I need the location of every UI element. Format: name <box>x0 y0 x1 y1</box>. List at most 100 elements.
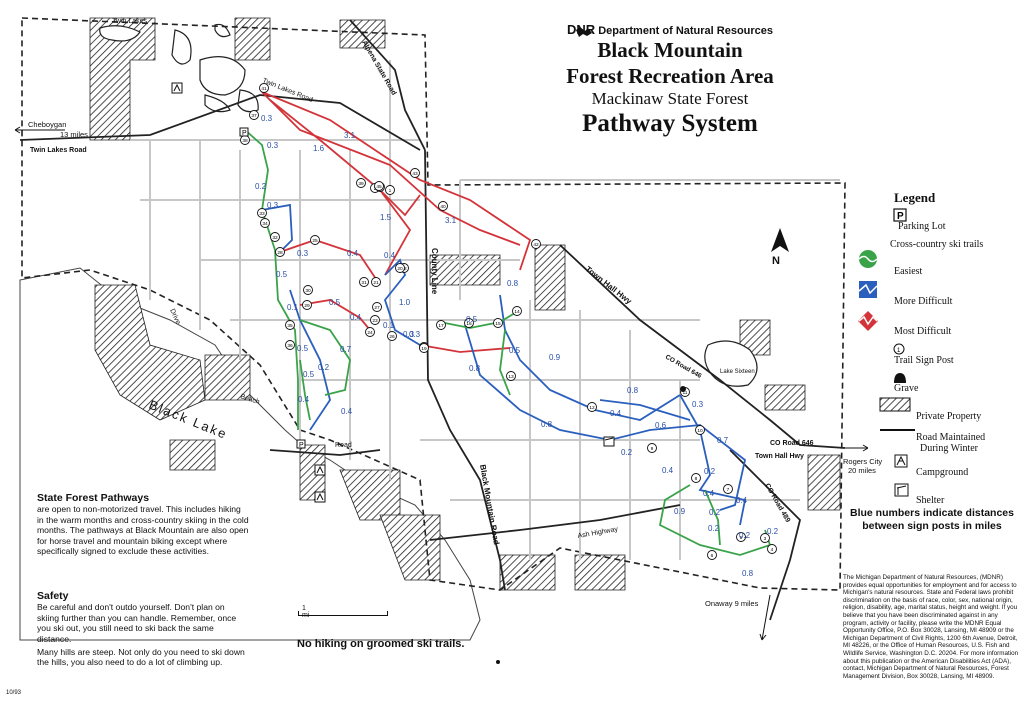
agency-line: DNR Department of Natural Resources <box>566 22 774 37</box>
lakes <box>99 23 758 387</box>
label-ash-hwy: Ash Highway <box>577 526 619 540</box>
svg-text:16: 16 <box>466 321 472 327</box>
svg-text:36: 36 <box>287 343 293 349</box>
svg-text:10: 10 <box>697 428 703 434</box>
label-rogers-city: Rogers City <box>843 457 882 466</box>
distance-label: 0.2 <box>704 467 716 476</box>
svg-text:31: 31 <box>361 280 367 286</box>
signpost-25: 25 <box>310 235 320 245</box>
distance-label: 0.3 <box>409 330 421 339</box>
major-roads <box>19 19 846 621</box>
sfp-heading: State Forest Pathways <box>37 492 150 504</box>
distance-label: 0.9 <box>674 507 686 516</box>
svg-text:23: 23 <box>372 318 378 324</box>
signpost-8: 8 <box>691 473 701 483</box>
label-town-hall: Town Hall Hwy <box>584 264 634 306</box>
signpost-9: 9 <box>647 443 657 453</box>
legend-campground: Campground <box>916 466 969 478</box>
signpost-20: 20 <box>395 263 405 273</box>
north-label: N <box>772 255 780 267</box>
title-line-3: Pathway System <box>582 110 758 137</box>
signpost-37: 37 <box>249 110 259 120</box>
distance-label: 0.2 <box>767 527 779 536</box>
distance-label: 0.4 <box>384 251 396 260</box>
signpost-40: 40 <box>438 201 448 211</box>
legend-most-difficult: Most Difficult <box>894 325 952 337</box>
safety-heading: Safety <box>37 590 69 602</box>
distance-label: 0.5 <box>509 346 521 355</box>
decorative-dot <box>496 660 500 664</box>
signpost-33: 33 <box>257 208 267 218</box>
distance-label: 0.6 <box>655 421 667 430</box>
distance-label: 0.5 <box>303 370 315 379</box>
svg-text:29: 29 <box>304 303 310 309</box>
svg-text:3: 3 <box>764 536 767 542</box>
signpost-36: 36 <box>285 340 295 350</box>
black-lake-shore <box>19 267 481 641</box>
signpost-35: 35 <box>285 320 295 330</box>
distance-label: 0.4 <box>610 409 622 418</box>
north-arrow-icon <box>771 228 789 252</box>
distance-label: 0.7 <box>340 345 352 354</box>
signpost-45: 45 <box>374 181 384 191</box>
svg-text:19: 19 <box>421 346 427 352</box>
svg-text:4: 4 <box>771 547 774 553</box>
signpost-16: 16 <box>464 318 474 328</box>
svg-text:39: 39 <box>358 181 364 187</box>
distance-label: 3.1 <box>344 131 356 140</box>
signpost-26: 26 <box>387 331 397 341</box>
distance-label: 0.2 <box>318 363 330 372</box>
signpost-42: 42 <box>531 239 541 249</box>
label-co646: CO Road 646 <box>664 354 703 380</box>
distance-label: 0.4 <box>347 249 359 258</box>
signpost-7: 7 <box>723 484 733 494</box>
signpost-39: 39 <box>356 178 366 188</box>
svg-text:25: 25 <box>312 238 318 244</box>
legend-trail-sign: Trail Sign Post <box>894 354 954 366</box>
svg-text:P: P <box>299 442 304 449</box>
signpost-19: 19 <box>419 343 429 353</box>
distance-label: 0.2 <box>739 531 751 540</box>
signpost-10: 10 <box>695 425 705 435</box>
label-co489: CO Road 489 <box>763 483 791 524</box>
distance-label: 0.5 <box>297 344 309 353</box>
distance-label: 0.8 <box>507 279 519 288</box>
svg-text:26: 26 <box>389 334 395 340</box>
trail-most-difficult <box>261 91 532 353</box>
svg-text:P: P <box>242 130 247 137</box>
svg-text:21: 21 <box>373 280 379 286</box>
distance-label: 0.4 <box>350 313 362 322</box>
svg-text:20: 20 <box>397 266 403 272</box>
safety-p2: Many hills are steep. Not only do you ne… <box>37 647 245 668</box>
legend-parking: Parking Lot <box>898 220 946 232</box>
svg-text:41: 41 <box>261 86 267 92</box>
arrow-cheboygan-icon <box>14 126 65 134</box>
svg-text:43: 43 <box>412 171 418 177</box>
legend-symbols: P 1 <box>858 208 915 497</box>
label-town-hall-east: Town Hall Hwy <box>755 453 804 460</box>
svg-text:17: 17 <box>438 323 444 329</box>
legend: Legend Parking Lot Cross-country ski tra… <box>850 190 1020 514</box>
signpost-14: 14 <box>512 306 522 316</box>
signpost-28: 28 <box>275 247 285 257</box>
svg-text:38: 38 <box>242 138 248 144</box>
label-co646-east: CO Road 646 <box>770 440 814 447</box>
svg-text:P: P <box>897 211 904 222</box>
svg-text:14: 14 <box>514 309 520 315</box>
svg-text:1: 1 <box>897 348 901 354</box>
signpost-21: 21 <box>371 277 381 287</box>
shelter-icon <box>603 436 615 447</box>
legend-shelter: Shelter <box>916 494 945 506</box>
legend-ski-trails: Cross-country ski trails <box>890 239 984 250</box>
legend-grave: Grave <box>894 382 919 394</box>
distance-label: 3.1 <box>445 216 457 225</box>
svg-text:12: 12 <box>589 405 595 411</box>
subtitle: Mackinaw State Forest <box>591 89 749 108</box>
svg-text:13: 13 <box>508 374 514 380</box>
svg-text:33: 33 <box>259 211 265 217</box>
grave-icon <box>680 386 686 392</box>
legend-private: Private Property <box>916 410 982 422</box>
label-county-line: County Line <box>430 248 439 295</box>
label-road: Road <box>335 442 352 449</box>
